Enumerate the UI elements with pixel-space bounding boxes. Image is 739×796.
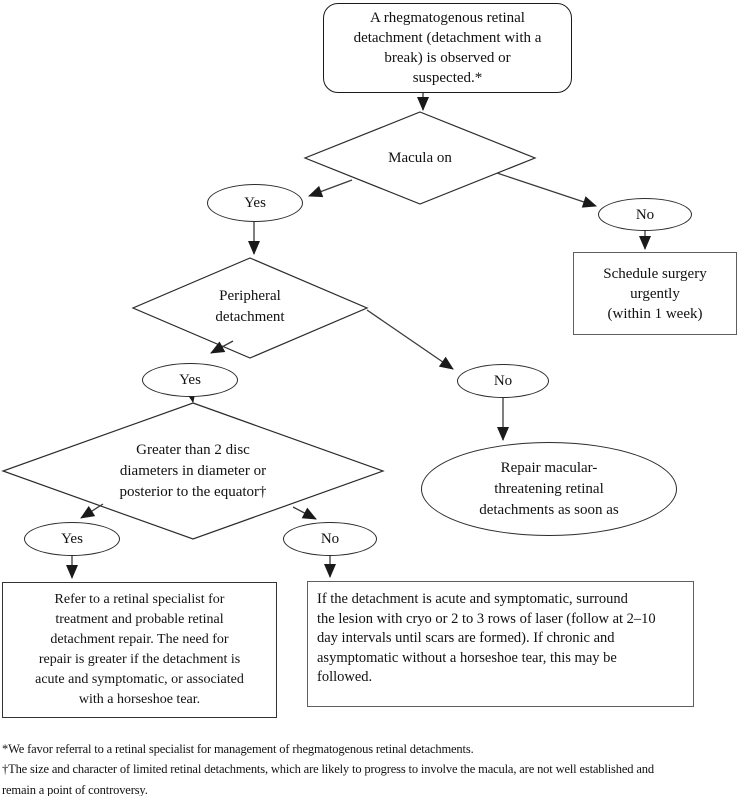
refer-specialist-node: Refer to a retinal specialist for treatm… — [2, 582, 277, 718]
peripheral-no-ellipse: No — [457, 364, 549, 398]
edge-yes-to-size-decision — [184, 388, 197, 403]
edge-macula-to-no — [496, 172, 597, 208]
edge-peripheral-to-yes — [210, 340, 234, 354]
edge-peripheral-to-no — [366, 309, 454, 370]
size-no-ellipse: No — [283, 522, 377, 556]
peripheral-decision-label: Peripheral detachment — [215, 288, 285, 325]
laser-treatment-node: If the detachment is acute and symptomat… — [307, 581, 694, 707]
size-decision-label: Greater than 2 disc diameters in diamete… — [119, 442, 267, 500]
peripheral-yes-ellipse: Yes — [142, 363, 238, 397]
footnote-dagger: †The size and character of limited retin… — [2, 762, 654, 796]
size-yes-ellipse: Yes — [24, 522, 120, 556]
size-decision-diamond — [1, 402, 385, 540]
macula-decision-diamond — [303, 111, 537, 205]
edge-macula-to-yes — [308, 179, 353, 198]
start-node: A rhegmatogenous retinal detachment (det… — [323, 3, 572, 93]
macula-decision-label: Macula on — [388, 150, 452, 166]
edge-size-to-no — [292, 506, 317, 520]
macula-yes-ellipse: Yes — [207, 184, 303, 222]
edge-size-to-yes — [80, 503, 104, 519]
macula-no-ellipse: No — [598, 198, 692, 231]
peripheral-decision-diamond — [131, 257, 369, 359]
schedule-surgery-node: Schedule surgery urgently (within 1 week… — [573, 252, 737, 335]
footnote-asterisk: *We favor referral to a retinal speciali… — [2, 742, 474, 756]
repair-macular-node: Repair macular- threatening retinal deta… — [421, 442, 677, 536]
